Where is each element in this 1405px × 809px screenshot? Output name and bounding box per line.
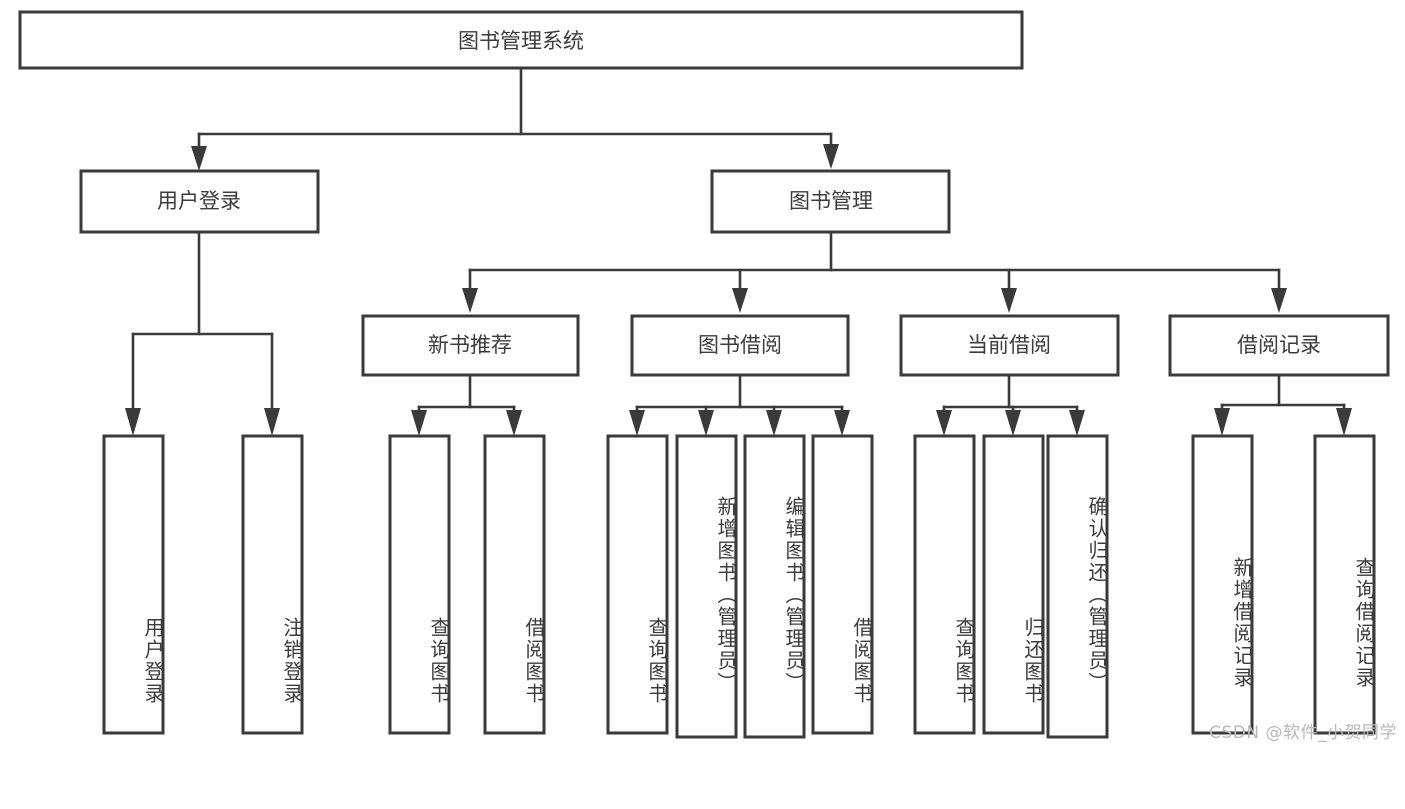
node-book-borrow-box[interactable] [630, 314, 850, 377]
node-borrow-record-label: 借阅记录 [1237, 333, 1321, 357]
node-book-management-label: 图书管理 [789, 189, 873, 213]
arrow-head-leaf-query-book-3 [936, 410, 952, 436]
leaf-box-query-record[interactable] [1313, 434, 1376, 735]
node-root-box[interactable] [18, 10, 1024, 70]
leaf-box-borrow-book-2[interactable] [811, 434, 874, 735]
arrow-head-leaf-logout-login [264, 408, 280, 436]
arrow-head-new-book-recommend [462, 288, 478, 313]
connector-group-borrow-record [1214, 373, 1352, 436]
leaf-box-user-login[interactable] [102, 434, 165, 735]
leaf-box-return-book[interactable] [982, 434, 1045, 735]
arrow-head-leaf-user-login [125, 408, 141, 436]
leaf-box-query-book-3[interactable] [913, 434, 976, 735]
arrow-head-current-borrow [1001, 288, 1017, 313]
node-book-borrow[interactable]: 图书借阅 [630, 314, 850, 377]
arrow-head-leaf-edit-book [766, 410, 782, 436]
node-root-label: 图书管理系统 [458, 29, 584, 53]
connector-group-book-borrow [629, 373, 850, 436]
leaf-box-borrow-book-1[interactable] [483, 434, 546, 735]
arrow-head-leaf-return-book [1005, 410, 1021, 436]
arrow-head-book-borrow [732, 288, 748, 313]
node-user-login-box[interactable] [79, 169, 320, 234]
connector-group-root [191, 66, 839, 171]
leaf-box-add-record[interactable] [1191, 434, 1254, 735]
node-borrow-record[interactable]: 借阅记录 [1168, 314, 1390, 377]
arrow-head-leaf-borrow-book-1 [506, 410, 522, 436]
leaf-box-add-book[interactable] [675, 434, 738, 739]
arrow-head-user-login [191, 146, 207, 171]
node-new-book-recommend-label: 新书推荐 [428, 333, 512, 357]
arrow-head-leaf-confirm-return [1069, 410, 1085, 436]
node-user-login[interactable]: 用户登录 [79, 169, 320, 234]
arrow-head-leaf-query-record [1336, 408, 1352, 436]
leaf-box-query-book-2[interactable] [606, 434, 669, 735]
diagram-canvas: 图书管理系统 用户登录 图书管理 新书推荐 图书借阅 当前借阅 借阅记录 [18, 10, 1397, 743]
node-new-book-recommend[interactable]: 新书推荐 [361, 314, 580, 377]
node-current-borrow-box[interactable] [899, 314, 1120, 377]
connector-group-new-book-recommend [411, 373, 522, 436]
node-current-borrow[interactable]: 当前借阅 [899, 314, 1120, 377]
node-user-login-label: 用户登录 [157, 189, 241, 213]
leaf-box-edit-book[interactable] [743, 434, 806, 739]
node-book-borrow-label: 图书借阅 [698, 333, 782, 357]
watermark-text: CSDN @软件_小贺同学 [1209, 723, 1397, 743]
arrow-head-leaf-add-book [698, 410, 714, 436]
leaf-box-query-book-1[interactable] [388, 434, 451, 735]
leaf-box-logout-login[interactable] [241, 434, 304, 735]
connector-group-book-management [462, 230, 1287, 313]
arrow-head-leaf-query-book-2 [629, 410, 645, 436]
arrow-head-book-management [823, 144, 839, 169]
leaf-box-confirm-return[interactable] [1046, 434, 1109, 739]
node-root[interactable]: 图书管理系统 [18, 10, 1024, 70]
arrow-head-leaf-borrow-book-2 [834, 410, 850, 436]
arrow-head-borrow-record [1271, 288, 1287, 313]
node-book-management-box[interactable] [710, 169, 951, 234]
flowchart-svg: 图书管理系统 用户登录 图书管理 新书推荐 图书借阅 当前借阅 借阅记录 [18, 10, 1390, 739]
arrow-head-leaf-query-book-1 [411, 410, 427, 436]
node-current-borrow-label: 当前借阅 [967, 333, 1051, 357]
arrow-head-leaf-add-record [1214, 408, 1230, 436]
node-borrow-record-box[interactable] [1168, 314, 1390, 377]
node-new-book-recommend-box[interactable] [361, 314, 580, 377]
connector-group-current-borrow [936, 373, 1085, 436]
connector-group-user-login [125, 230, 280, 436]
node-book-management[interactable]: 图书管理 [710, 169, 951, 234]
